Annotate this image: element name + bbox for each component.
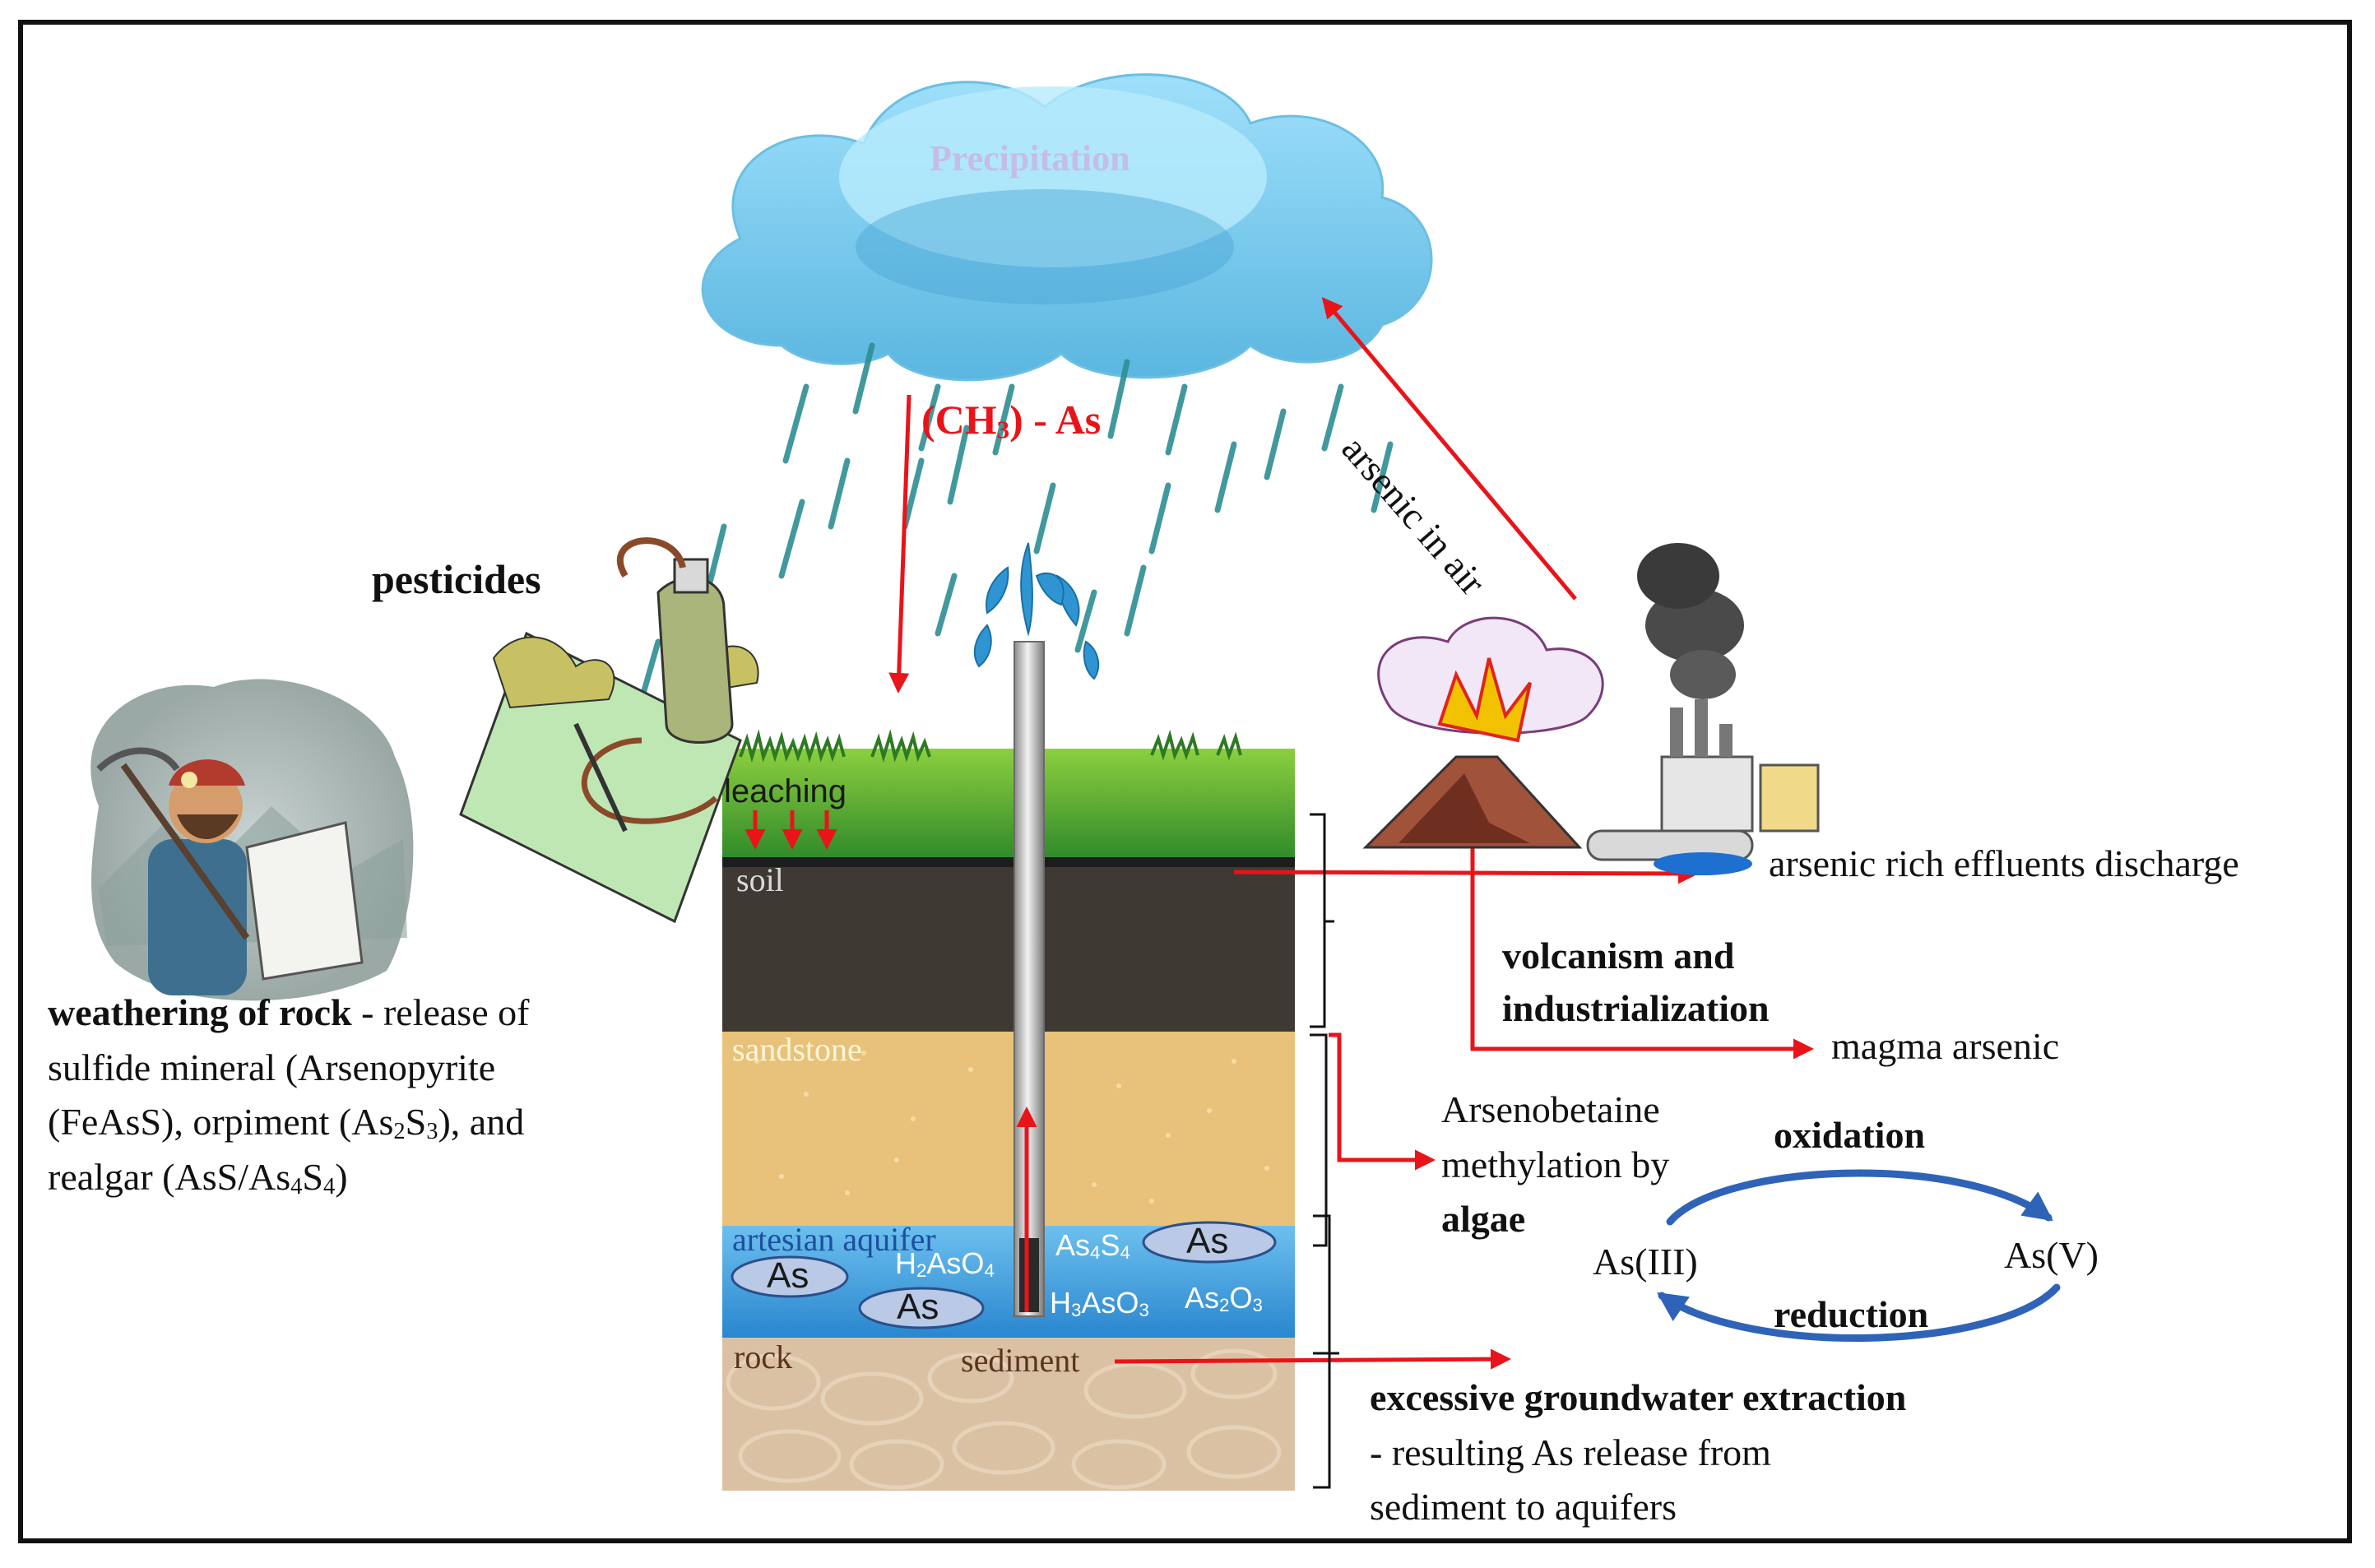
as2o3-label: As2O3 bbox=[1185, 1281, 1263, 1316]
aquifer-layer-label: artesian aquifer bbox=[732, 1221, 936, 1258]
aquifer-as-2: As bbox=[897, 1287, 939, 1327]
aquifer-as-1: As bbox=[767, 1255, 809, 1296]
as-v-label: As(V) bbox=[2004, 1234, 2099, 1276]
process-arrows bbox=[745, 297, 1814, 1370]
extraction-title: excessive groundwater extraction bbox=[1370, 1376, 1907, 1418]
as4s4-label: As4S4 bbox=[1055, 1228, 1130, 1264]
weathering-text: weathering of rock - release of sulfide … bbox=[48, 991, 530, 1200]
miner-illustration bbox=[90, 679, 414, 1001]
effluents-label: arsenic rich effluents discharge bbox=[1769, 842, 2239, 884]
sediment-label: sediment bbox=[961, 1342, 1080, 1379]
redox-cycle bbox=[1657, 1169, 2061, 1342]
volcano-illustration bbox=[1362, 616, 1604, 849]
sandstone-layer-label: sandstone bbox=[732, 1031, 862, 1068]
factory-illustration bbox=[1586, 543, 1820, 875]
sandstone-texture bbox=[754, 1051, 1269, 1204]
layer-braces bbox=[1310, 813, 1339, 1489]
fountain-spray bbox=[973, 542, 1100, 680]
aquifer-ovals bbox=[731, 1221, 1277, 1329]
cloud-illustration bbox=[701, 73, 1433, 382]
volcanism-label: volcanism and industrialization bbox=[1502, 935, 1770, 1030]
leaching-label: leaching bbox=[724, 773, 847, 810]
oxidation-label: oxidation bbox=[1774, 1114, 1926, 1156]
grass-tufts bbox=[739, 729, 1242, 763]
as-iii-label: As(III) bbox=[1593, 1241, 1698, 1283]
pesticide-sprayer-illustration bbox=[459, 537, 759, 924]
precipitation-label: Precipitation bbox=[930, 138, 1130, 179]
rain-streaks bbox=[610, 342, 1394, 875]
rock-texture bbox=[726, 1348, 1282, 1490]
magma-arsenic-label: magma arsenic bbox=[1831, 1025, 2060, 1067]
weathering-title: weathering of rock bbox=[48, 991, 352, 1033]
h2aso4-label: H2AsO4 bbox=[895, 1246, 995, 1282]
well-pipe bbox=[1014, 641, 1045, 1317]
aquifer-as-3: As bbox=[1186, 1221, 1229, 1261]
extraction-text: excessive groundwater extraction - resul… bbox=[1370, 1371, 1906, 1535]
soil-layer-label: soil bbox=[736, 861, 784, 898]
methylation-label: Arsenobetaine methylation by algae bbox=[1441, 1088, 1670, 1241]
h3aso3-label: H3AsO3 bbox=[1050, 1286, 1149, 1321]
pesticides-label: pesticides bbox=[372, 556, 541, 602]
methyl-arsenic-label: (CH3) - As bbox=[921, 397, 1102, 444]
rock-layer-label: rock bbox=[734, 1338, 793, 1375]
reduction-label: reduction bbox=[1774, 1293, 1929, 1335]
